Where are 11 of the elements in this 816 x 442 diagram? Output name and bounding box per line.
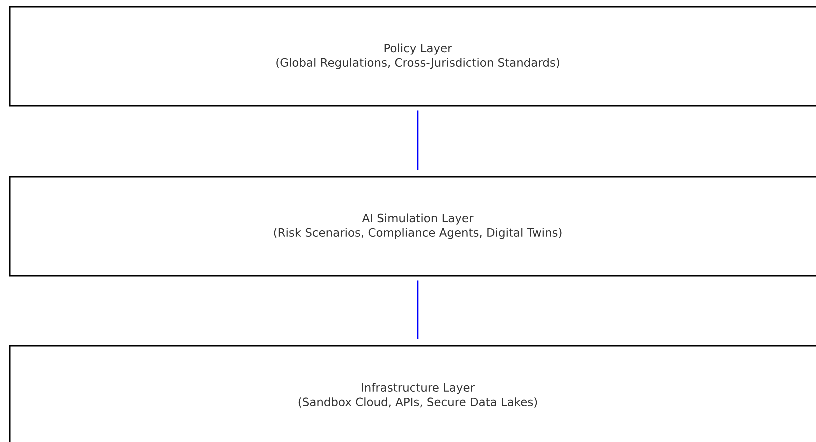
layer-description: (Sandbox Cloud, APIs, Secure Data Lakes): [298, 398, 538, 408]
layer-title: Policy Layer: [384, 44, 452, 55]
connector-line: [417, 280, 419, 340]
layer-description: (Risk Scenarios, Compliance Agents, Digital Twins): [274, 228, 562, 240]
layer-title: Infrastructure Layer: [362, 383, 475, 394]
layer-box: [9, 176, 816, 277]
connector-line: [417, 110, 419, 170]
layer-description: (Global Regulations, Cross-Jurisdiction Standards): [276, 58, 560, 70]
layer-box: [9, 345, 816, 442]
layer-title: AI Simulation Layer: [362, 214, 474, 225]
layer-box: [9, 6, 816, 107]
